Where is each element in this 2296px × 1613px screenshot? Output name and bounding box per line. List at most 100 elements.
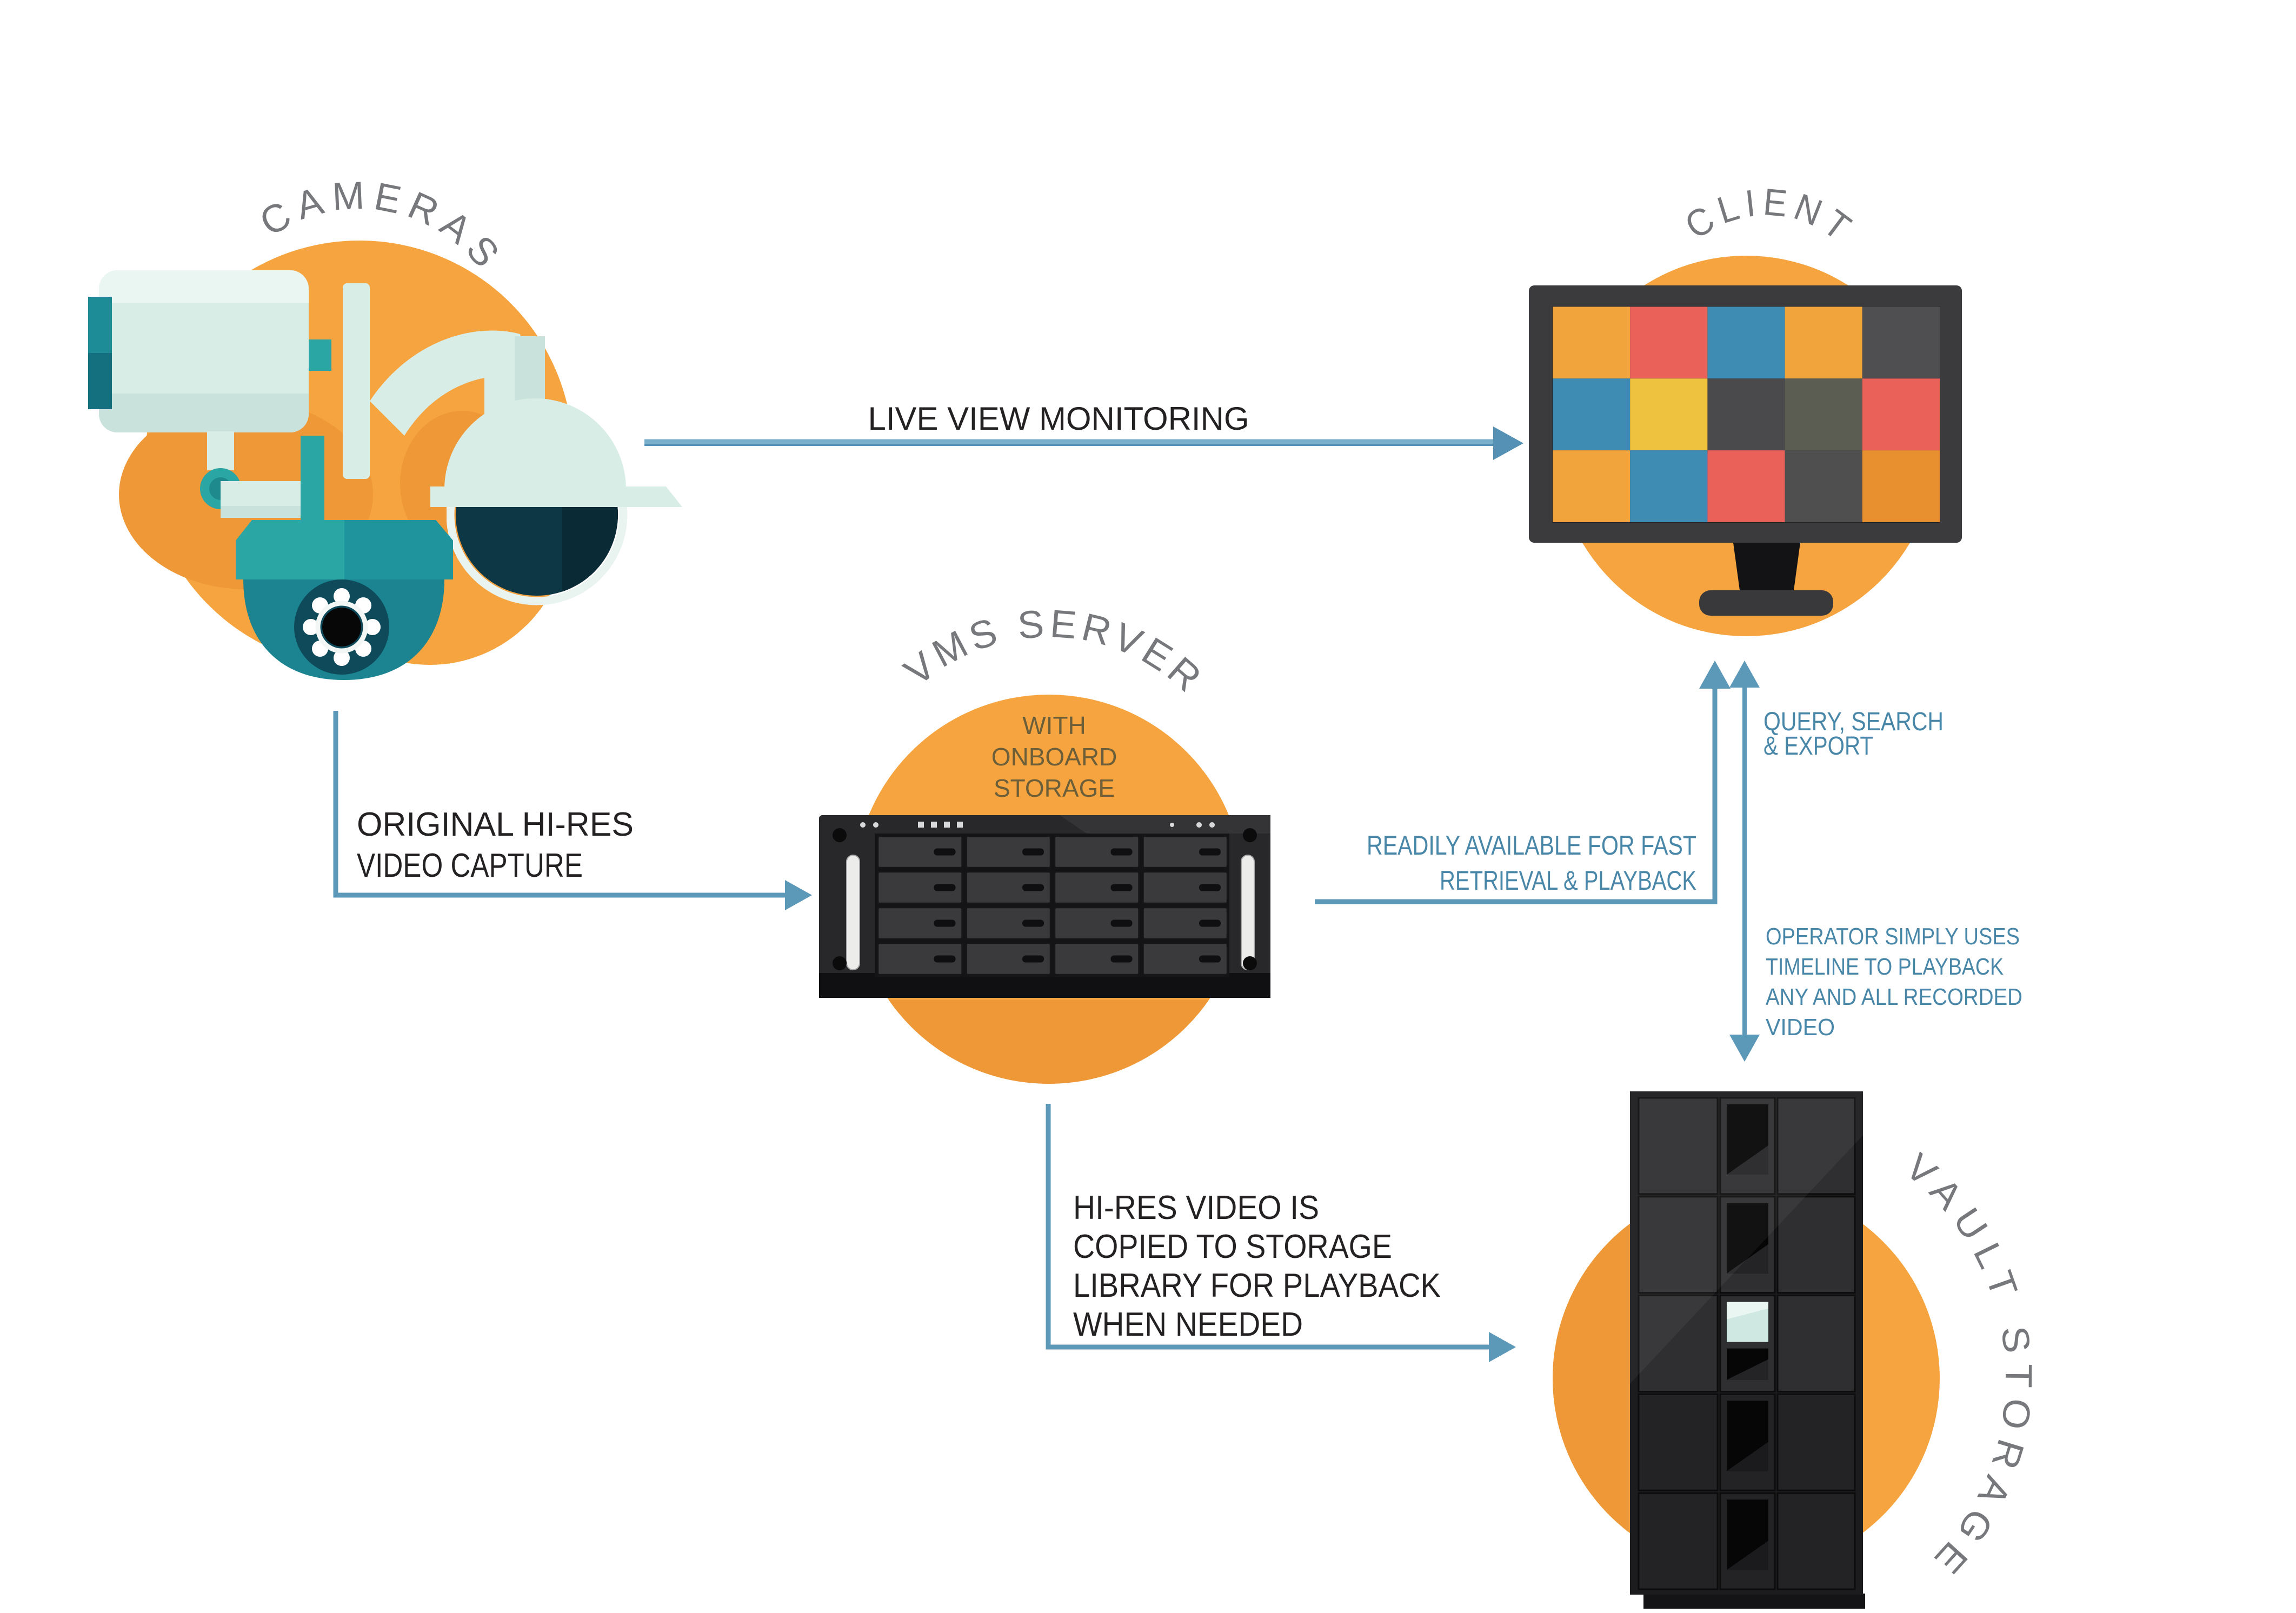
server-screws (833, 828, 1257, 970)
drive-tray (1054, 907, 1140, 940)
drive-tray-slot (934, 919, 956, 927)
drive-tray (1054, 871, 1140, 904)
drive-tray (1142, 942, 1228, 976)
ptz-camera-icon (370, 330, 682, 605)
screen-tile (1707, 378, 1785, 451)
drive-tray (1142, 907, 1228, 940)
server-rack-icon (819, 815, 1270, 998)
vault-cell (1638, 1393, 1719, 1491)
vault-base (1643, 1594, 1865, 1609)
screen-tile (1862, 450, 1940, 522)
dome-camera-icon (236, 520, 453, 680)
ptz-camera-dome-top (444, 398, 626, 489)
screen-tile (1785, 306, 1862, 379)
retrieval-label: READILY AVAILABLE FOR FAST RETRIEVAL & P… (1367, 830, 1696, 896)
drive-tray-slot (1199, 884, 1221, 891)
vault-screen-gloss (1727, 1359, 1768, 1380)
vault-cell (1638, 1196, 1719, 1294)
copy-line1: HI-RES VIDEO IS (1073, 1189, 1319, 1227)
flow-arrows (333, 426, 1760, 1362)
drive-tray-slot (1110, 919, 1133, 927)
drive-tray-slot (1199, 848, 1221, 856)
monitor-icon (1529, 285, 1962, 616)
drive-tray (966, 871, 1051, 904)
arrowhead-right-icon (785, 880, 812, 910)
drive-tray (1054, 835, 1140, 869)
screen-tile (1707, 306, 1785, 379)
drive-tray-slot (1110, 848, 1133, 856)
arrowhead-right-icon (1489, 1332, 1516, 1362)
arrow-retrieval-playback (1315, 661, 1731, 904)
vault-circle-shade (1553, 1223, 1630, 1534)
server-drive-bays (877, 835, 1228, 976)
vault-screen-gloss (1727, 1442, 1768, 1471)
retrieval-line2: RETRIEVAL & PLAYBACK (1440, 865, 1696, 896)
copy-to-storage-label: HI-RES VIDEO IS COPIED TO STORAGE LIBRAR… (1073, 1189, 1441, 1343)
vault-storage-node: VAULT STORAGE (1553, 1091, 2031, 1609)
drive-tray-slot (934, 848, 956, 856)
drive-tray-slot (1022, 955, 1044, 963)
server-handle-left (846, 855, 860, 970)
live-view-monitoring-label: LIVE VIEW MONITORING (868, 401, 1249, 437)
arrowhead-down-icon (1729, 1035, 1760, 1062)
operator-playback-label: OPERATOR SIMPLY USES TIMELINE TO PLAYBAC… (1766, 923, 2022, 1041)
vault-screen-gloss (1727, 1145, 1768, 1175)
bullet-camera-knob (309, 339, 331, 371)
monitor-stand-base (1699, 590, 1833, 616)
drive-tray (1054, 942, 1140, 976)
screen-tile (1553, 378, 1631, 451)
vms-server-sublabel: WITH ONBOARD STORAGE (991, 711, 1117, 802)
drive-tray-slot (1022, 848, 1044, 856)
bullet-camera-icon (88, 270, 331, 565)
operator-line4: VIDEO (1766, 1014, 1835, 1041)
vault-cell (1776, 1393, 1856, 1491)
drive-tray-slot (1110, 955, 1133, 963)
drive-tray (877, 942, 963, 976)
vms-server-circle-shade (889, 1000, 1209, 1084)
arrowhead-right-icon (1493, 426, 1523, 460)
screen-tile (1553, 306, 1631, 379)
vault-cell (1638, 1295, 1719, 1392)
storage-tower-icon (1630, 1091, 1865, 1609)
drive-tray-slot (1022, 884, 1044, 891)
ptz-camera-brim (430, 486, 682, 507)
operator-line3: ANY AND ALL RECORDED (1766, 984, 2022, 1010)
arrowhead-up-icon (1729, 661, 1760, 688)
video-capture-label: ORIGINAL HI-RES VIDEO CAPTURE (357, 806, 634, 884)
vault-screen-gloss (1727, 1541, 1768, 1570)
drive-tray (1142, 871, 1228, 904)
video-capture-line1: ORIGINAL HI-RES (357, 806, 634, 843)
drive-tray-slot (934, 884, 956, 891)
vault-bays (1638, 1097, 1856, 1590)
client-label-text: CLIENT (1678, 181, 1857, 252)
vault-cell (1776, 1295, 1856, 1392)
vms-server-node: VMS SERVER WITH ONBOARD STORAGE (819, 602, 1270, 1084)
wall-bracket (343, 283, 370, 479)
client-screen-tiles (1553, 306, 1940, 522)
drive-tray-slot (1199, 919, 1221, 927)
vms-server-label: VMS SERVER (896, 602, 1213, 703)
operator-line2: TIMELINE TO PLAYBACK (1766, 954, 2004, 980)
vault-cell (1776, 1492, 1856, 1590)
drive-tray (877, 871, 963, 904)
copy-line3: LIBRARY FOR PLAYBACK (1073, 1267, 1441, 1304)
screen-tile (1862, 378, 1940, 451)
client-label: CLIENT (1678, 181, 1863, 252)
vms-server-label-text: VMS SERVER (896, 602, 1208, 703)
vault-screen-gloss (1727, 1244, 1768, 1274)
copy-line2: COPIED TO STORAGE (1073, 1228, 1392, 1265)
arrow-video-capture (333, 711, 812, 910)
screen-tile (1862, 306, 1940, 379)
drive-tray (877, 907, 963, 940)
retrieval-line1: READILY AVAILABLE FOR FAST (1367, 830, 1696, 861)
monitor-stand-neck (1733, 543, 1800, 590)
screen-tile (1630, 378, 1708, 451)
copy-line4: WHEN NEEDED (1073, 1306, 1303, 1343)
video-capture-line2: VIDEO CAPTURE (357, 847, 583, 884)
vault-cell (1776, 1196, 1856, 1294)
arrow-live-view-monitoring (644, 426, 1523, 460)
drive-tray (1142, 835, 1228, 869)
query-export-line1: QUERY, SEARCH (1763, 708, 1944, 736)
